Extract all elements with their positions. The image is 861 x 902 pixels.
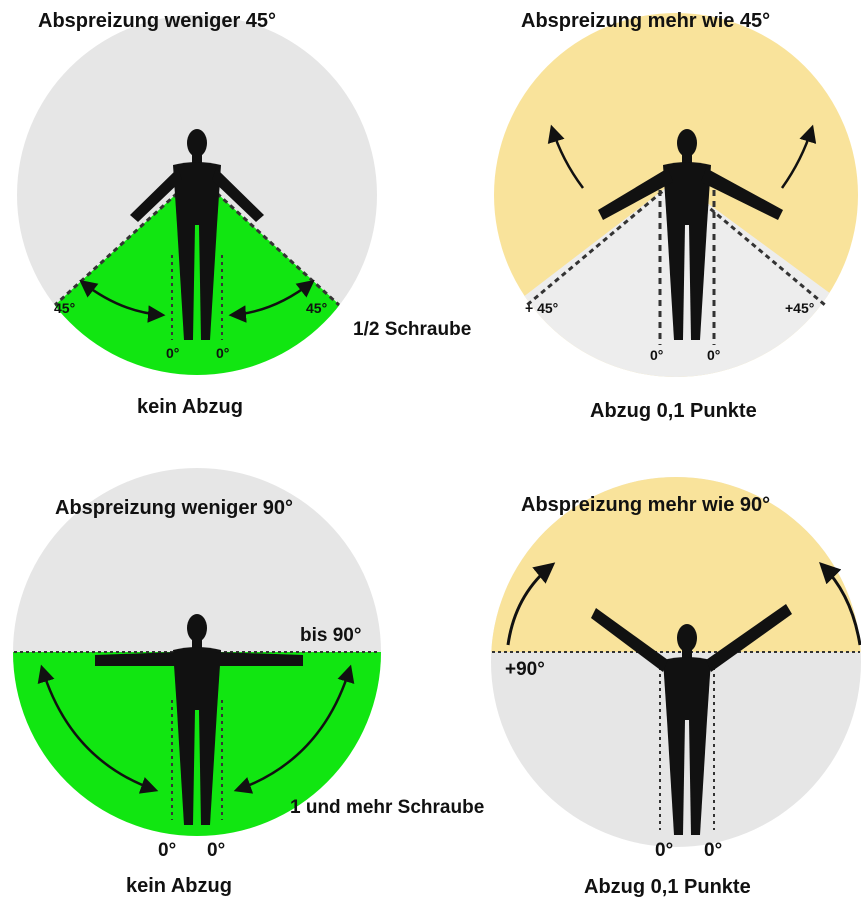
- panel-4-angle-left: +90°: [505, 659, 545, 680]
- panel-1-zero-right: 0°: [216, 345, 229, 361]
- panel-2-title: Abspreizung mehr wie 45°: [521, 10, 770, 33]
- panel-1-graphic: [0, 15, 400, 420]
- panel-1-title: Abspreizung weniger 45°: [38, 10, 276, 33]
- one-screw-label: 1 und mehr Schraube: [290, 797, 484, 819]
- panel-4-zero-right: 0°: [704, 840, 722, 861]
- panel-2-caption: Abzug 0,1 Punkte: [590, 400, 757, 423]
- panel-4-title: Abspreizung mehr wie 90°: [521, 494, 770, 517]
- panel-1-angle-right: 45°: [306, 300, 327, 316]
- panel-1-zero-left: 0°: [166, 345, 179, 361]
- panel-3-caption: kein Abzug: [126, 875, 232, 898]
- panel-1-angle-left: 45°: [54, 300, 75, 316]
- panel-2-zero-left: 0°: [650, 347, 663, 363]
- half-screw-label: 1/2 Schraube: [353, 319, 471, 341]
- panel-3-title: Abspreizung weniger 90°: [55, 497, 293, 520]
- panel-3-side-label: bis 90°: [300, 625, 361, 647]
- panel-4-caption: Abzug 0,1 Punkte: [584, 876, 751, 899]
- panel-3-zero-left: 0°: [158, 840, 176, 861]
- panel-1-caption: kein Abzug: [137, 396, 243, 419]
- panel-2-angle-right: +45°: [785, 300, 814, 316]
- panel-3-graphic: [0, 468, 400, 852]
- panel-2-graphic: [480, 13, 861, 420]
- panel-4-zero-left: 0°: [655, 840, 673, 861]
- panel-2-zero-right: 0°: [707, 347, 720, 363]
- panel-3-zero-right: 0°: [207, 840, 225, 861]
- panel-2-angle-left: + 45°: [525, 300, 558, 316]
